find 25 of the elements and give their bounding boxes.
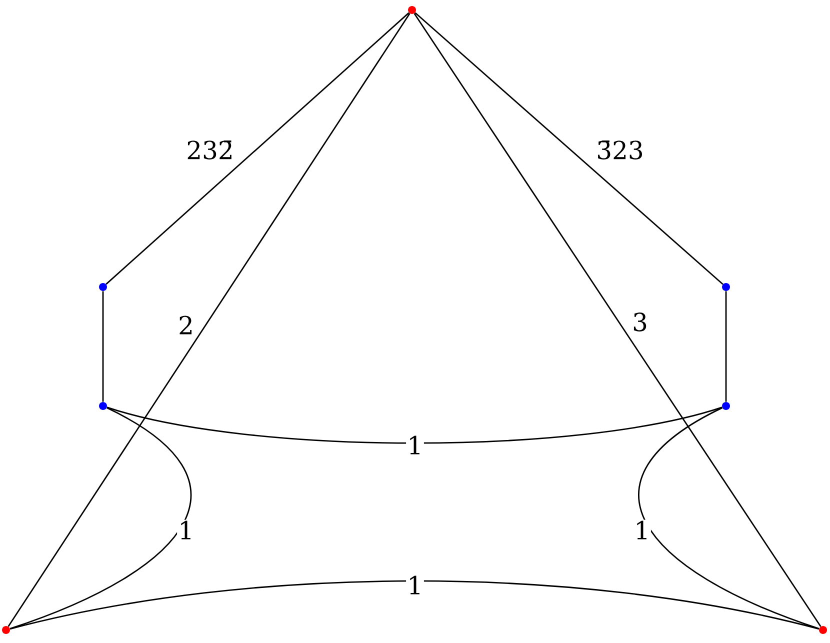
edge-label: 232̄ [185,140,235,160]
curve [106,406,722,444]
edge-label: 1 [406,434,424,456]
vertex-dot [722,283,730,291]
line [414,12,724,285]
curve [10,580,820,630]
edge-label: 1 [406,574,424,596]
line [8,13,410,627]
vertex-dot [99,402,107,410]
line [102,291,104,402]
vertex-dot [2,626,10,634]
vertex-dot [99,283,107,291]
vertex-dot [722,402,730,410]
vertex-dot [819,626,827,634]
edge-label: 2 [177,314,195,336]
curve [10,407,191,630]
edge-label: 1 [633,520,651,540]
curve [638,407,820,630]
edge-label: 3 [631,312,649,332]
line [725,291,727,402]
edge-label: 1 [177,520,195,540]
edge-label: 3̄23 [595,140,645,160]
line [414,13,822,627]
vertex-dot [408,6,416,14]
line [106,12,410,285]
